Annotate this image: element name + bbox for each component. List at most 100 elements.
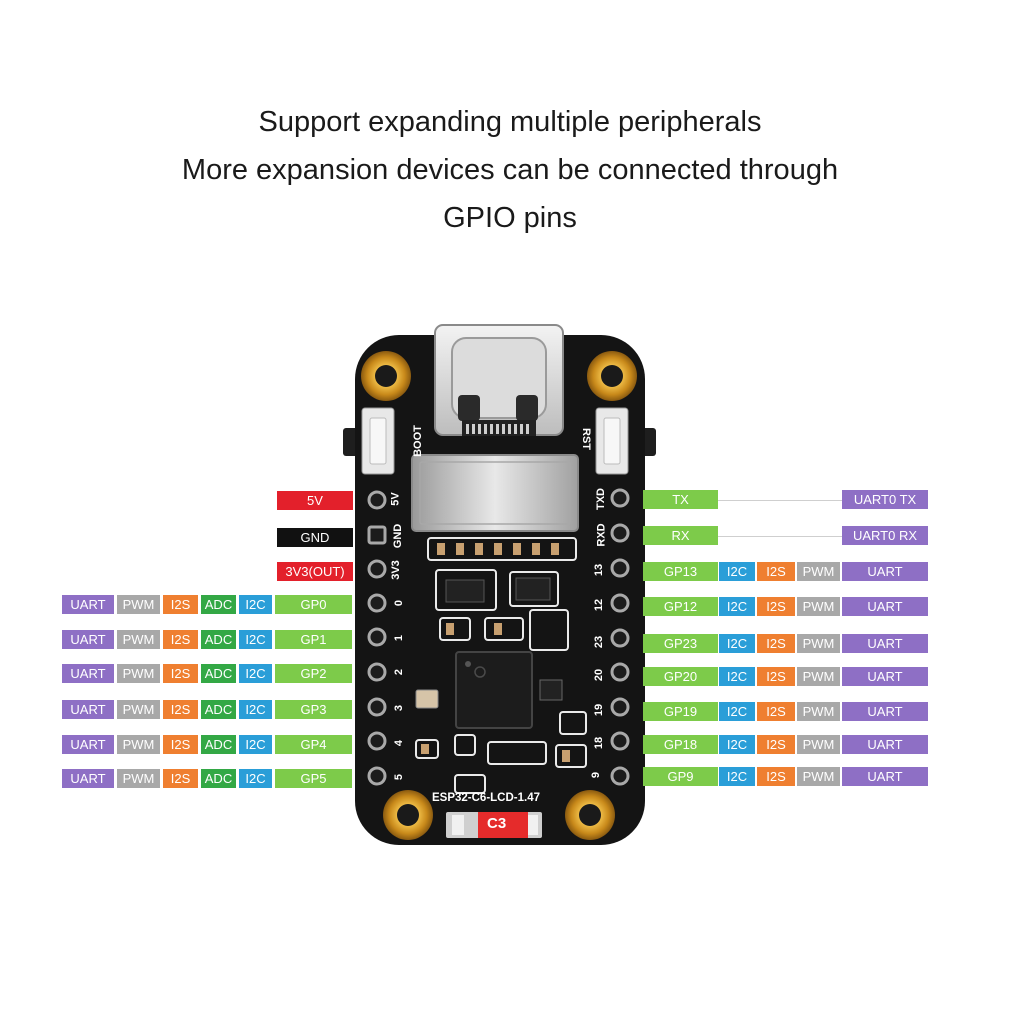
left-pin-hole bbox=[367, 697, 387, 717]
right-tag-pwm: PWM bbox=[797, 562, 840, 581]
right-tag-i2s: I2S bbox=[757, 767, 795, 786]
left-pin-hole bbox=[367, 593, 387, 613]
left-tag-i2s: I2S bbox=[163, 595, 198, 614]
uart-func-label: UART0 RX bbox=[842, 526, 928, 545]
left-tag-gp4: GP4 bbox=[275, 735, 352, 754]
left-pin-silkscreen: 5 bbox=[393, 773, 406, 781]
right-pin-hole bbox=[610, 593, 630, 613]
left-pin-hole bbox=[367, 559, 387, 579]
right-tag-i2s: I2S bbox=[757, 735, 795, 754]
rst-silkscreen: RST bbox=[580, 428, 592, 450]
right-pin-silkscreen: 12 bbox=[593, 598, 606, 612]
right-pin-silkscreen: 19 bbox=[593, 703, 606, 717]
left-pin-hole bbox=[367, 662, 387, 682]
power-label-3v3out: 3V3(OUT) bbox=[277, 562, 353, 581]
uart-connector-line bbox=[718, 536, 842, 537]
right-tag-i2c: I2C bbox=[719, 562, 755, 581]
left-pin-hole bbox=[367, 490, 387, 510]
right-tag-pwm: PWM bbox=[797, 735, 840, 754]
right-tag-uart: UART bbox=[842, 562, 928, 581]
left-tag-adc: ADC bbox=[201, 664, 236, 683]
left-tag-gp1: GP1 bbox=[275, 630, 352, 649]
left-tag-adc: ADC bbox=[201, 735, 236, 754]
right-pin-silkscreen: 9 bbox=[590, 771, 603, 779]
left-pin-silkscreen: GND bbox=[392, 523, 405, 549]
right-tag-i2c: I2C bbox=[719, 667, 755, 686]
right-pin-silkscreen: 23 bbox=[593, 635, 606, 649]
right-pin-silkscreen: 20 bbox=[593, 668, 606, 682]
left-tag-i2c: I2C bbox=[239, 664, 272, 683]
left-pin-hole bbox=[367, 731, 387, 751]
board-name: ESP32-C6-LCD-1.47 bbox=[432, 792, 541, 804]
right-tag-pwm: PWM bbox=[797, 667, 840, 686]
right-tag-pwm: PWM bbox=[797, 702, 840, 721]
right-pin-silkscreen: 13 bbox=[593, 563, 606, 577]
left-tag-pwm: PWM bbox=[117, 700, 160, 719]
left-tag-i2c: I2C bbox=[239, 700, 272, 719]
uart-connector-line bbox=[718, 500, 842, 501]
left-pin-silkscreen: 2 bbox=[393, 668, 406, 676]
left-pin-hole bbox=[367, 766, 387, 786]
left-tag-i2c: I2C bbox=[239, 630, 272, 649]
right-tag-gp20: GP20 bbox=[643, 667, 718, 686]
uart-label-rx: RX bbox=[643, 526, 718, 545]
right-tag-i2c: I2C bbox=[719, 634, 755, 653]
right-tag-uart: UART bbox=[842, 597, 928, 616]
left-tag-pwm: PWM bbox=[117, 735, 160, 754]
right-tag-uart: UART bbox=[842, 767, 928, 786]
right-tag-pwm: PWM bbox=[797, 597, 840, 616]
left-tag-pwm: PWM bbox=[117, 595, 160, 614]
right-tag-uart: UART bbox=[842, 634, 928, 653]
caption-line-2: More expansion devices can be connected … bbox=[181, 154, 839, 186]
left-pin-silkscreen: 1 bbox=[393, 634, 406, 642]
power-label-5v: 5V bbox=[277, 491, 353, 510]
left-tag-i2s: I2S bbox=[163, 664, 198, 683]
left-tag-gp3: GP3 bbox=[275, 700, 352, 719]
right-pin-silkscreen: 18 bbox=[593, 736, 606, 750]
left-pin-hole bbox=[367, 627, 387, 647]
left-tag-i2c: I2C bbox=[239, 769, 272, 788]
left-tag-i2s: I2S bbox=[163, 769, 198, 788]
left-tag-gp2: GP2 bbox=[275, 664, 352, 683]
left-tag-uart: UART bbox=[62, 595, 114, 614]
right-tag-i2s: I2S bbox=[757, 562, 795, 581]
uart-label-tx: TX bbox=[643, 490, 718, 509]
left-tag-pwm: PWM bbox=[117, 769, 160, 788]
right-tag-uart: UART bbox=[842, 735, 928, 754]
right-tag-pwm: PWM bbox=[797, 634, 840, 653]
crystal bbox=[415, 689, 439, 709]
right-tag-i2s: I2S bbox=[757, 667, 795, 686]
left-tag-gp5: GP5 bbox=[275, 769, 352, 788]
left-tag-uart: UART bbox=[62, 769, 114, 788]
c3-badge: C3 bbox=[487, 815, 507, 832]
left-tag-adc: ADC bbox=[201, 595, 236, 614]
left-pin-silkscreen: 3V3 bbox=[389, 560, 402, 580]
right-pin-hole bbox=[610, 488, 630, 508]
caption-line-3: GPIO pins bbox=[443, 202, 577, 234]
right-tag-uart: UART bbox=[842, 702, 928, 721]
sd-card-slot bbox=[411, 454, 579, 532]
left-tag-i2c: I2C bbox=[239, 735, 272, 754]
right-pin-silkscreen: TXD bbox=[595, 488, 607, 510]
right-pin-hole bbox=[610, 523, 630, 543]
left-tag-adc: ADC bbox=[201, 630, 236, 649]
left-tag-i2c: I2C bbox=[239, 595, 272, 614]
right-tag-pwm: PWM bbox=[797, 767, 840, 786]
left-tag-uart: UART bbox=[62, 735, 114, 754]
right-tag-i2s: I2S bbox=[757, 634, 795, 653]
right-pin-hole bbox=[610, 697, 630, 717]
left-pin-silkscreen: 0 bbox=[393, 599, 406, 607]
right-pin-hole bbox=[610, 766, 630, 786]
left-pin-hole bbox=[367, 525, 387, 545]
left-tag-uart: UART bbox=[62, 630, 114, 649]
left-tag-i2s: I2S bbox=[163, 735, 198, 754]
left-tag-gp0: GP0 bbox=[275, 595, 352, 614]
left-tag-pwm: PWM bbox=[117, 664, 160, 683]
uart-func-label: UART0 TX bbox=[842, 490, 928, 509]
right-tag-gp12: GP12 bbox=[643, 597, 718, 616]
left-tag-pwm: PWM bbox=[117, 630, 160, 649]
right-pin-hole bbox=[610, 731, 630, 751]
right-tag-gp13: GP13 bbox=[643, 562, 718, 581]
right-pin-hole bbox=[610, 662, 630, 682]
right-tag-i2c: I2C bbox=[719, 735, 755, 754]
